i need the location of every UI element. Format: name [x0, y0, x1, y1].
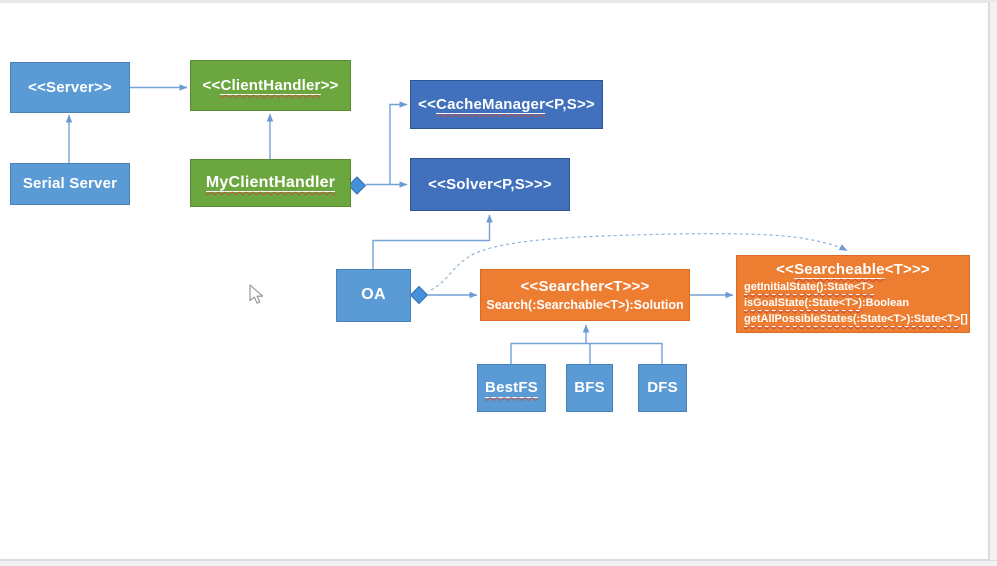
aggregation-diamond-myclienthandler[interactable] [347, 176, 367, 195]
node-searcher-title: <<Searcher<T>>> [520, 278, 650, 296]
canvas-edge-right [988, 2, 990, 560]
node-bestfs[interactable]: BestFS [477, 364, 546, 412]
node-searcheable-methods: getInitialState():State<T> isGoalState(:… [737, 278, 969, 327]
node-oa-label: OA [361, 286, 386, 304]
node-serialserver[interactable]: Serial Server [10, 163, 130, 205]
edge-oa-to-solver[interactable] [372, 214, 493, 269]
node-cachemanager-label: <<CacheManager<P,S>> [418, 95, 595, 115]
node-serialserver-label: Serial Server [22, 175, 118, 193]
node-searcheable[interactable]: <<Searcheable<T>>> getInitialState():Sta… [736, 255, 970, 333]
node-myclienthandler-label: MyClientHandler [205, 173, 336, 193]
node-server-label: <<Server>> [28, 78, 112, 96]
node-oa[interactable]: OA [336, 269, 411, 322]
canvas-edge-top [0, 0, 997, 3]
edge-inheritance-tree-rail[interactable] [510, 342, 663, 365]
node-myclienthandler[interactable]: MyClientHandler [190, 159, 351, 207]
node-searcher-method: Search(:Searchable<T>):Solution [486, 297, 684, 312]
edge-oa-to-searcheable-dashed[interactable] [430, 233, 848, 291]
mouse-cursor-icon [249, 284, 264, 304]
node-searcheable-title: <<Searcheable<T>>> [776, 260, 930, 280]
node-dfs-label: DFS [647, 379, 678, 397]
node-solver[interactable]: <<Solver<P,S>>> [410, 158, 570, 211]
method-isgoalstate: isGoalState(:State<T>):Boolean [744, 297, 910, 311]
method-getinitialstate: getInitialState():State<T> [744, 281, 874, 295]
canvas-edge-bottom-margin [0, 561, 997, 566]
node-bfs-label: BFS [574, 379, 605, 397]
edge-myclienthandler-to-cachemanager[interactable] [389, 101, 408, 185]
node-bestfs-label: BestFS [485, 379, 538, 398]
node-searcher[interactable]: <<Searcher<T>>> Search(:Searchable<T>):S… [480, 269, 690, 321]
node-clienthandler[interactable]: <<ClientHandler>> [190, 60, 351, 111]
canvas-edge-right-margin [990, 2, 997, 560]
node-clienthandler-label: <<ClientHandler>> [202, 76, 339, 96]
method-getallpossiblestates: getAllPossibleStates(:State<T>):State<T>… [744, 313, 968, 327]
canvas-edge-bottom [0, 559, 997, 561]
aggregation-diamond-oa[interactable] [409, 285, 429, 305]
node-cachemanager[interactable]: <<CacheManager<P,S>> [410, 80, 603, 129]
node-bfs[interactable]: BFS [566, 364, 613, 412]
node-server[interactable]: <<Server>> [10, 62, 130, 113]
node-dfs[interactable]: DFS [638, 364, 687, 412]
node-solver-label: <<Solver<P,S>>> [428, 175, 552, 193]
